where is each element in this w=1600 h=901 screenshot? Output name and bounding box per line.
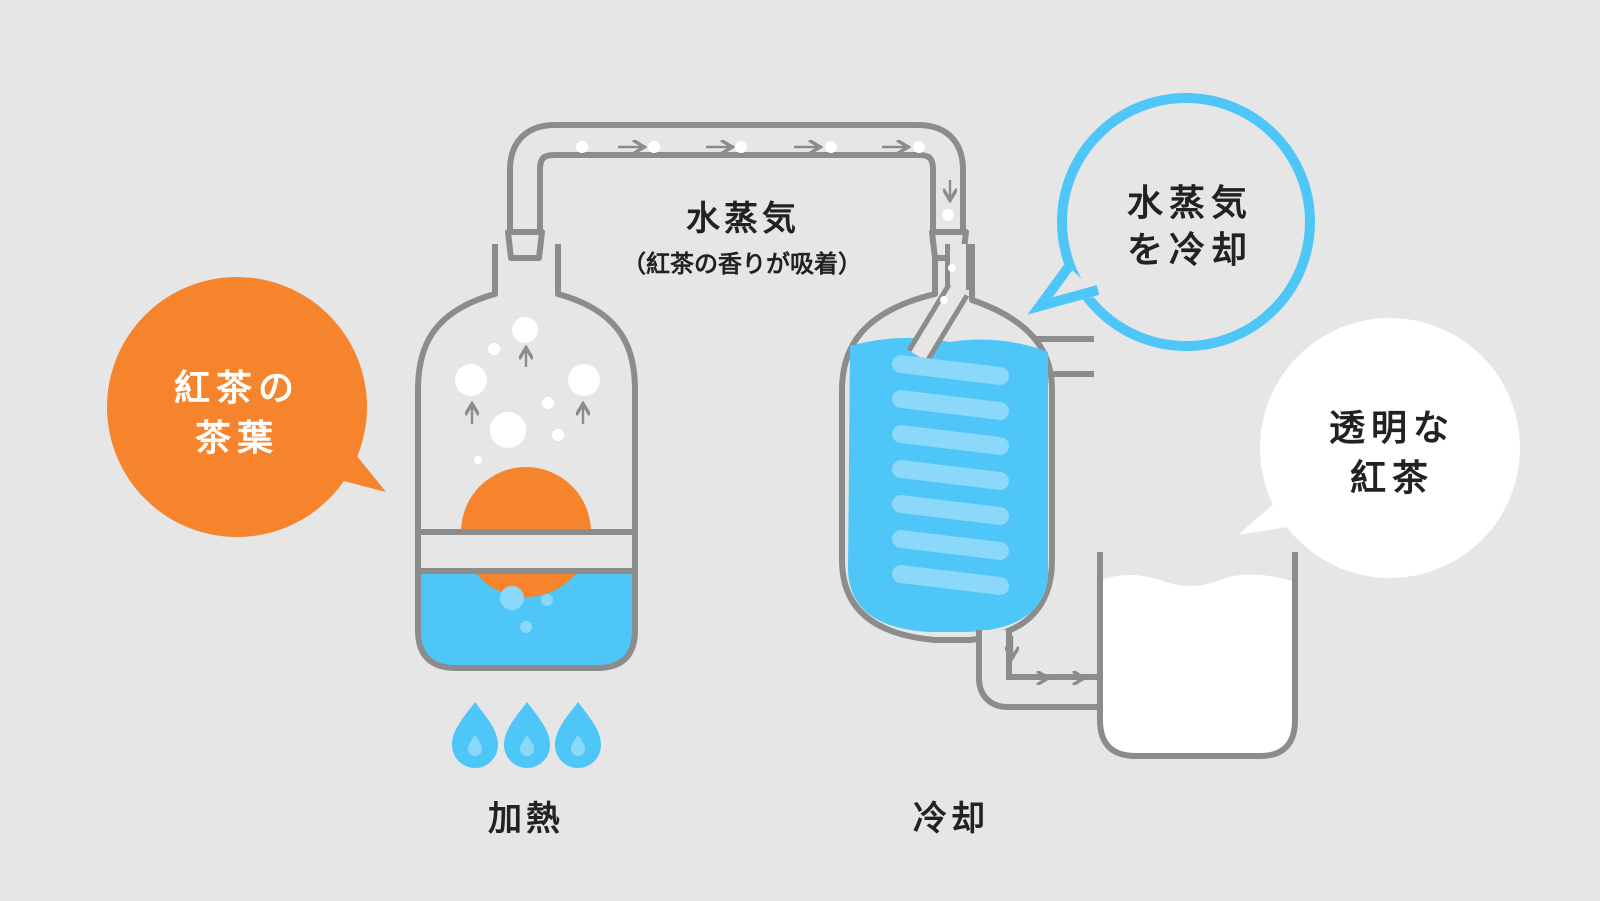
steam-tube (507, 122, 966, 244)
arrow-up-icon (472, 350, 583, 424)
cooling-coil (892, 355, 1009, 595)
cool-steam-bubble: 水蒸気 を冷却 (1027, 93, 1315, 351)
rising-bubbles (455, 317, 600, 464)
flame-icon (555, 702, 601, 768)
cool-steam-line2: を冷却 (1127, 230, 1253, 271)
tea-leaves-line2: 茶葉 (195, 418, 279, 459)
water-bubbles (500, 586, 553, 633)
inner-tube (906, 244, 971, 363)
steam-bubbles (576, 141, 954, 221)
burner-flames (452, 702, 601, 768)
collection-beaker (1097, 552, 1298, 759)
clear-tea-line2: 紅茶 (1350, 458, 1434, 499)
tea-leaves-line1: 紅茶の (174, 368, 300, 409)
clear-tea-liquid (1100, 574, 1295, 756)
steam-label: 水蒸気 (686, 199, 800, 239)
cool-steam-line1: 水蒸気 (1127, 183, 1253, 224)
condenser (839, 229, 1100, 710)
flame-icon (452, 702, 498, 768)
heating-label: 加熱 (488, 799, 564, 839)
heating-flask (415, 229, 638, 671)
tea-leaves-bubble: 紅茶の 茶葉 (107, 277, 386, 537)
water-ports (1036, 336, 1094, 377)
clear-tea-line1: 透明な (1329, 408, 1455, 449)
clear-tea-bubble: 透明な 紅茶 (1238, 318, 1520, 578)
flame-icon (504, 702, 550, 768)
cooling-label: 冷却 (913, 799, 989, 839)
steam-note-label: （紅茶の香りが吸着） (622, 250, 862, 278)
